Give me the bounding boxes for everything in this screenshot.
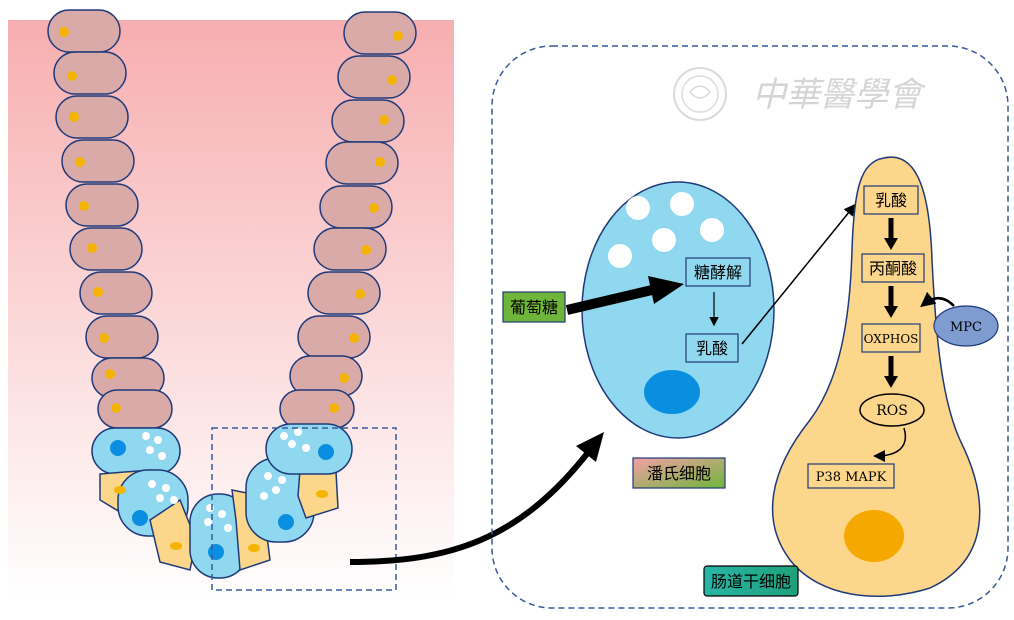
ros-label: ROS <box>876 403 908 419</box>
stem-nucleus <box>844 510 904 562</box>
crypt-left-nuclei <box>59 27 121 413</box>
glycolysis-box <box>685 257 751 287</box>
pyruvate-box <box>861 253 925 283</box>
stem-cell-label-box <box>703 565 799 597</box>
ros-ellipse <box>859 393 925 427</box>
crypt-right-nuclei <box>329 31 403 413</box>
mpc-arrow <box>920 291 955 308</box>
crypt-base-selection-box <box>211 427 397 591</box>
pyruvate-label: 丙酮酸 <box>869 259 917 278</box>
p38-box <box>807 463 895 489</box>
paneth-lactate-box <box>685 333 739 363</box>
glucose-arrow <box>565 285 654 315</box>
paneth-granules <box>608 192 724 268</box>
crypt-stem-nuclei <box>114 486 328 552</box>
p38-label: P38 MAPK <box>816 470 887 485</box>
paneth-cell-label-box <box>632 457 726 489</box>
crypt-granules <box>142 428 310 532</box>
paneth-cell-label: 潘氏细胞 <box>647 464 711 483</box>
watermark-logo-icon <box>673 67 727 121</box>
glucose-label: 葡萄糖 <box>510 298 558 317</box>
ros-to-p38-arrow <box>873 427 907 462</box>
paneth-lactate-label: 乳酸 <box>696 339 728 358</box>
oxphos-label: OXPHOS <box>864 332 919 346</box>
paneth-nucleus <box>644 370 700 414</box>
crypt-left-wall <box>47 9 173 429</box>
mpc-label: MPC <box>950 320 982 335</box>
zoom-panel <box>491 45 1009 609</box>
stem-lactate-label: 乳酸 <box>875 191 907 210</box>
zoom-arrow <box>349 448 593 565</box>
watermark: 中華醫學會 <box>673 67 927 121</box>
mpc-ellipse <box>933 305 999 347</box>
glucose-box <box>502 291 566 323</box>
watermark-text: 中華醫學會 <box>752 75 927 115</box>
lactate-transfer-arrow <box>741 203 856 345</box>
glycolysis-label: 糖酵解 <box>694 263 742 282</box>
stem-lactate-box <box>863 185 919 215</box>
glucose-arrowhead <box>648 276 684 304</box>
crypt-paneth-cell <box>91 427 181 475</box>
stem-cell-label: 肠道干细胞 <box>711 572 791 591</box>
crypt-right-wall <box>279 11 417 429</box>
zoom-arrowhead <box>576 432 604 462</box>
oxphos-box <box>861 323 921 353</box>
